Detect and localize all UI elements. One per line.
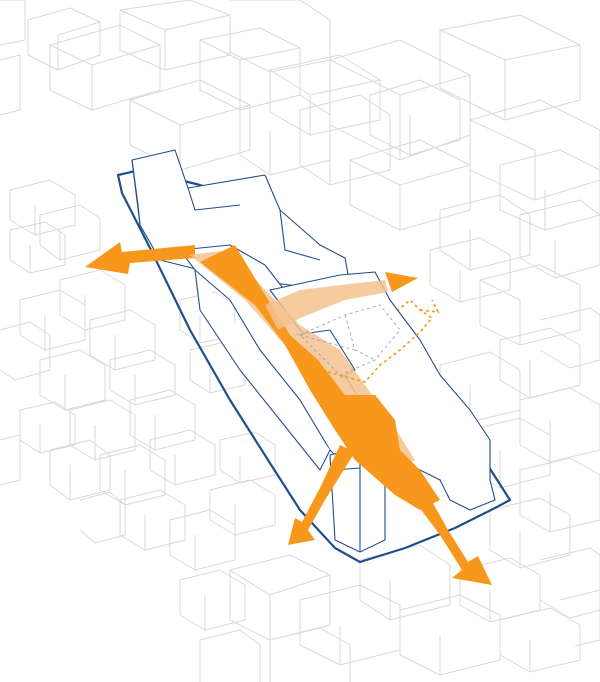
context-block [210,480,275,535]
context-block [120,0,230,70]
east-wing-lower [440,480,495,510]
context-block [300,95,390,185]
context-block [520,200,600,278]
context-block [10,180,75,235]
context-block [70,400,135,460]
context-block [28,8,100,70]
context-block [0,322,50,380]
context-block [500,608,580,672]
context-block [500,328,580,398]
context-block [200,630,260,682]
context-block [60,270,125,330]
context-block [150,430,215,485]
context-block [520,458,600,532]
context-block [180,570,245,630]
context-block [80,492,125,543]
context-block [0,55,20,115]
context-block [440,15,580,120]
context-block [400,595,500,675]
context-block [0,0,25,45]
context-block [50,25,160,110]
context-block [470,100,600,200]
context-block [170,510,235,570]
context-block [90,310,155,370]
context-block [0,435,20,485]
context-block [120,490,185,550]
context-block [20,290,85,350]
context-block [330,40,470,160]
context-block [540,548,600,618]
context-block [490,498,570,568]
context-block [440,195,530,270]
north-east-arrow [385,272,418,292]
context-block [270,55,380,135]
west-arrow [85,242,195,274]
context-block [40,205,100,260]
context-block [240,95,330,175]
context-block [10,222,65,273]
context-block [270,628,350,682]
context-block [500,150,600,230]
context-block [230,0,330,72]
context-block [130,390,195,450]
